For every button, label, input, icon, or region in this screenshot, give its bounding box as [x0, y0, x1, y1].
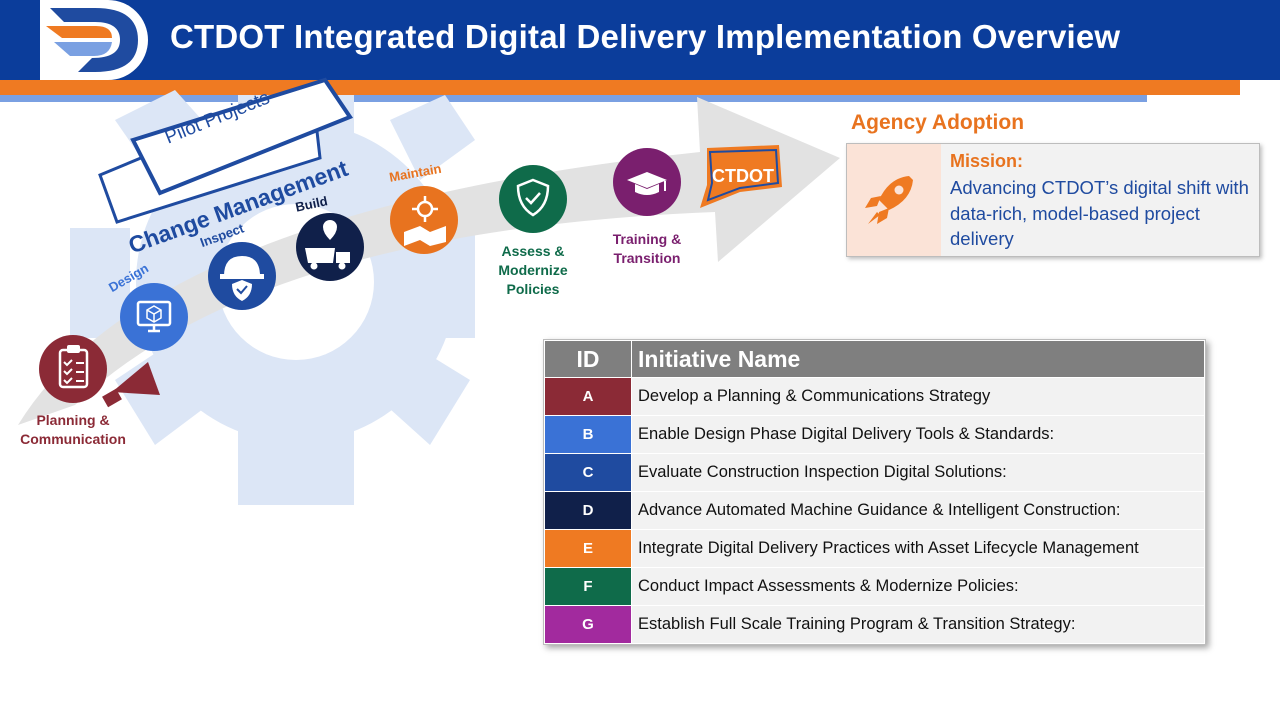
dump-truck-icon: [296, 213, 364, 281]
accent-bar-blue: [0, 95, 1147, 102]
assess-label: Assess & Modernize Policies: [498, 243, 568, 297]
asset-map-icon: [390, 186, 458, 254]
agency-adoption-title: Agency Adoption: [851, 111, 1025, 134]
planning-label: Planning & Communication: [20, 412, 126, 447]
initiative-name-cell: Advance Automated Machine Guidance & Int…: [631, 491, 1205, 530]
training-label: Training & Transition: [612, 231, 682, 266]
initiative-id-cell: C: [544, 453, 632, 492]
initiative-id-cell: D: [544, 491, 632, 530]
rocket-icon: [865, 176, 913, 224]
monitor-cube-icon: [120, 283, 188, 351]
header-bar: CTDOT Integrated Digital Delivery Implem…: [0, 0, 1280, 80]
shield-check-icon: [499, 165, 567, 233]
graduation-cap-icon: [613, 148, 681, 216]
column-header-initiative-name: Initiative Name: [631, 340, 1205, 378]
initiative-id-cell: E: [544, 529, 632, 568]
initiative-id-cell: B: [544, 415, 632, 454]
initiative-name-cell: Integrate Digital Delivery Practices wit…: [631, 529, 1205, 568]
initiative-id-cell: F: [544, 567, 632, 606]
mission-text: Advancing CTDOT’s digital shift with dat…: [950, 177, 1249, 249]
initiative-name-cell: Establish Full Scale Training Program & …: [631, 605, 1205, 644]
initiative-id-cell: G: [544, 605, 632, 644]
page-title: CTDOT Integrated Digital Delivery Implem…: [170, 18, 1121, 55]
mission-box: Mission: Advancing CTDOT’s digital shift…: [846, 143, 1260, 257]
initiative-name-cell: Evaluate Construction Inspection Digital…: [631, 453, 1205, 492]
initiative-name-cell: Conduct Impact Assessments & Modernize P…: [631, 567, 1205, 606]
dot-d-logo: [40, 0, 148, 80]
column-header-id: ID: [544, 340, 632, 378]
hardhat-shield-icon: [208, 242, 276, 310]
initiative-name-cell: Develop a Planning & Communications Stra…: [631, 377, 1205, 416]
mission-label: Mission:: [950, 151, 1024, 171]
mission-icon-panel: [847, 144, 941, 256]
pilot-projects-ribbon: [98, 77, 354, 224]
initiative-name-cell: Enable Design Phase Digital Delivery Too…: [631, 415, 1205, 454]
megaphone-icon: [102, 362, 160, 408]
ctdot-badge-label: CTDOT: [712, 166, 774, 186]
ctdot-state-badge: [700, 145, 782, 208]
stage-icons: [39, 145, 782, 408]
clipboard-checklist-icon: [39, 335, 107, 403]
table-header-row: ID Initiative Name: [544, 340, 1205, 378]
initiative-id-cell: A: [544, 377, 632, 416]
